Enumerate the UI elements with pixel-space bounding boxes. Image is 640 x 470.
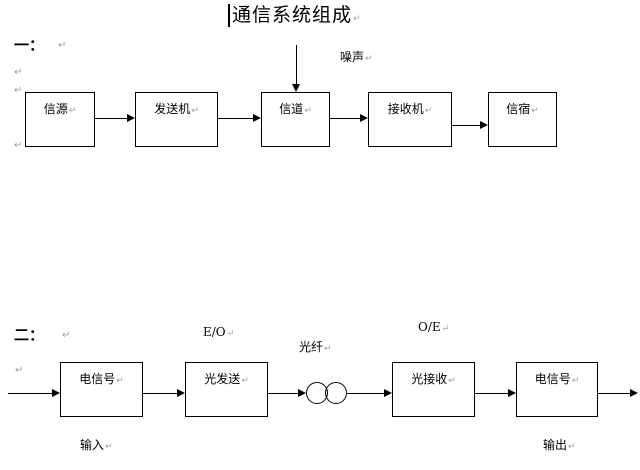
section-label-two: 二：	[14, 326, 45, 344]
arrow-head-icon	[360, 114, 368, 122]
arrow-head-icon	[384, 389, 392, 397]
block-transmitter[interactable]: 发送机↵	[135, 92, 218, 147]
paragraph-mark-icon: ↵	[14, 140, 23, 151]
label-output: 输出↵	[543, 438, 576, 452]
block-optical-receiver[interactable]: 光接收↵	[392, 362, 475, 417]
paragraph-mark-icon: ↵	[14, 85, 23, 96]
block-optical-transmitter[interactable]: 光发送↵	[185, 362, 268, 417]
paragraph-mark-icon: ↵	[365, 54, 373, 64]
block-label: 光接收↵	[411, 372, 456, 386]
noise-arrow-head-icon	[292, 84, 300, 92]
fiber-connector-circle-icon	[325, 382, 347, 404]
output-connector-line	[598, 393, 630, 394]
arrow-head-icon	[298, 389, 306, 397]
connector-line	[475, 393, 508, 394]
connector-line	[143, 393, 177, 394]
communication-system-diagram: 噪声↵ 信源↵ 发送机↵ 信道↵ 接收机↵ 信宿↵	[0, 0, 640, 200]
arrow-head-icon	[253, 114, 261, 122]
connector-line	[347, 393, 384, 394]
connector-line	[268, 393, 298, 394]
arrow-head-icon	[127, 114, 135, 122]
arrow-head-icon	[177, 389, 185, 397]
section-label-one: 一：	[14, 36, 45, 54]
block-destination[interactable]: 信宿↵	[488, 92, 557, 147]
block-label: 光发送↵	[204, 372, 249, 386]
block-channel[interactable]: 信道↵	[261, 92, 330, 147]
optical-fiber-system-diagram: E/O↵ 光纤↵ O/E↵ 电信号↵ 光发送↵ 光接收↵ 电信号↵	[0, 300, 640, 470]
page-title: 通信系统组成↵	[228, 4, 362, 29]
block-source[interactable]: 信源↵	[25, 92, 95, 147]
noise-arrow-line	[296, 45, 297, 84]
annotation-eo: E/O↵	[203, 325, 235, 339]
block-label: 信道↵	[279, 102, 312, 116]
text-cursor-caret	[228, 4, 230, 27]
block-label: 发送机↵	[154, 102, 199, 116]
block-label: 电信号↵	[79, 372, 124, 386]
annotation-optical-fiber: 光纤↵	[299, 340, 332, 354]
connector-line	[452, 125, 480, 126]
paragraph-mark-icon: ↵	[62, 330, 71, 341]
arrow-head-icon	[480, 121, 488, 129]
label-input: 输入↵	[80, 438, 113, 452]
connector-line	[330, 118, 360, 119]
block-label: 信宿↵	[506, 102, 539, 116]
paragraph-mark-icon: ↵	[353, 14, 362, 24]
connector-line	[218, 118, 253, 119]
arrow-head-icon	[52, 389, 60, 397]
block-receiver[interactable]: 接收机↵	[368, 92, 452, 147]
block-label: 接收机↵	[387, 102, 433, 116]
input-connector-line	[8, 393, 52, 394]
annotation-noise: 噪声↵	[340, 50, 373, 64]
annotation-oe: O/E↵	[418, 320, 450, 334]
paragraph-mark-icon: ↵	[14, 67, 23, 78]
block-label: 电信号↵	[534, 372, 580, 386]
block-label: 信源↵	[43, 102, 77, 116]
paragraph-mark-icon: ↵	[58, 40, 67, 51]
paragraph-mark-icon: ↵	[15, 365, 24, 376]
arrow-head-icon	[630, 389, 638, 397]
connector-line	[95, 118, 127, 119]
page-title-text: 通信系统组成	[232, 4, 353, 26]
block-electrical-signal-in[interactable]: 电信号↵	[60, 362, 143, 417]
arrow-head-icon	[508, 389, 516, 397]
block-electrical-signal-out[interactable]: 电信号↵	[516, 362, 598, 417]
